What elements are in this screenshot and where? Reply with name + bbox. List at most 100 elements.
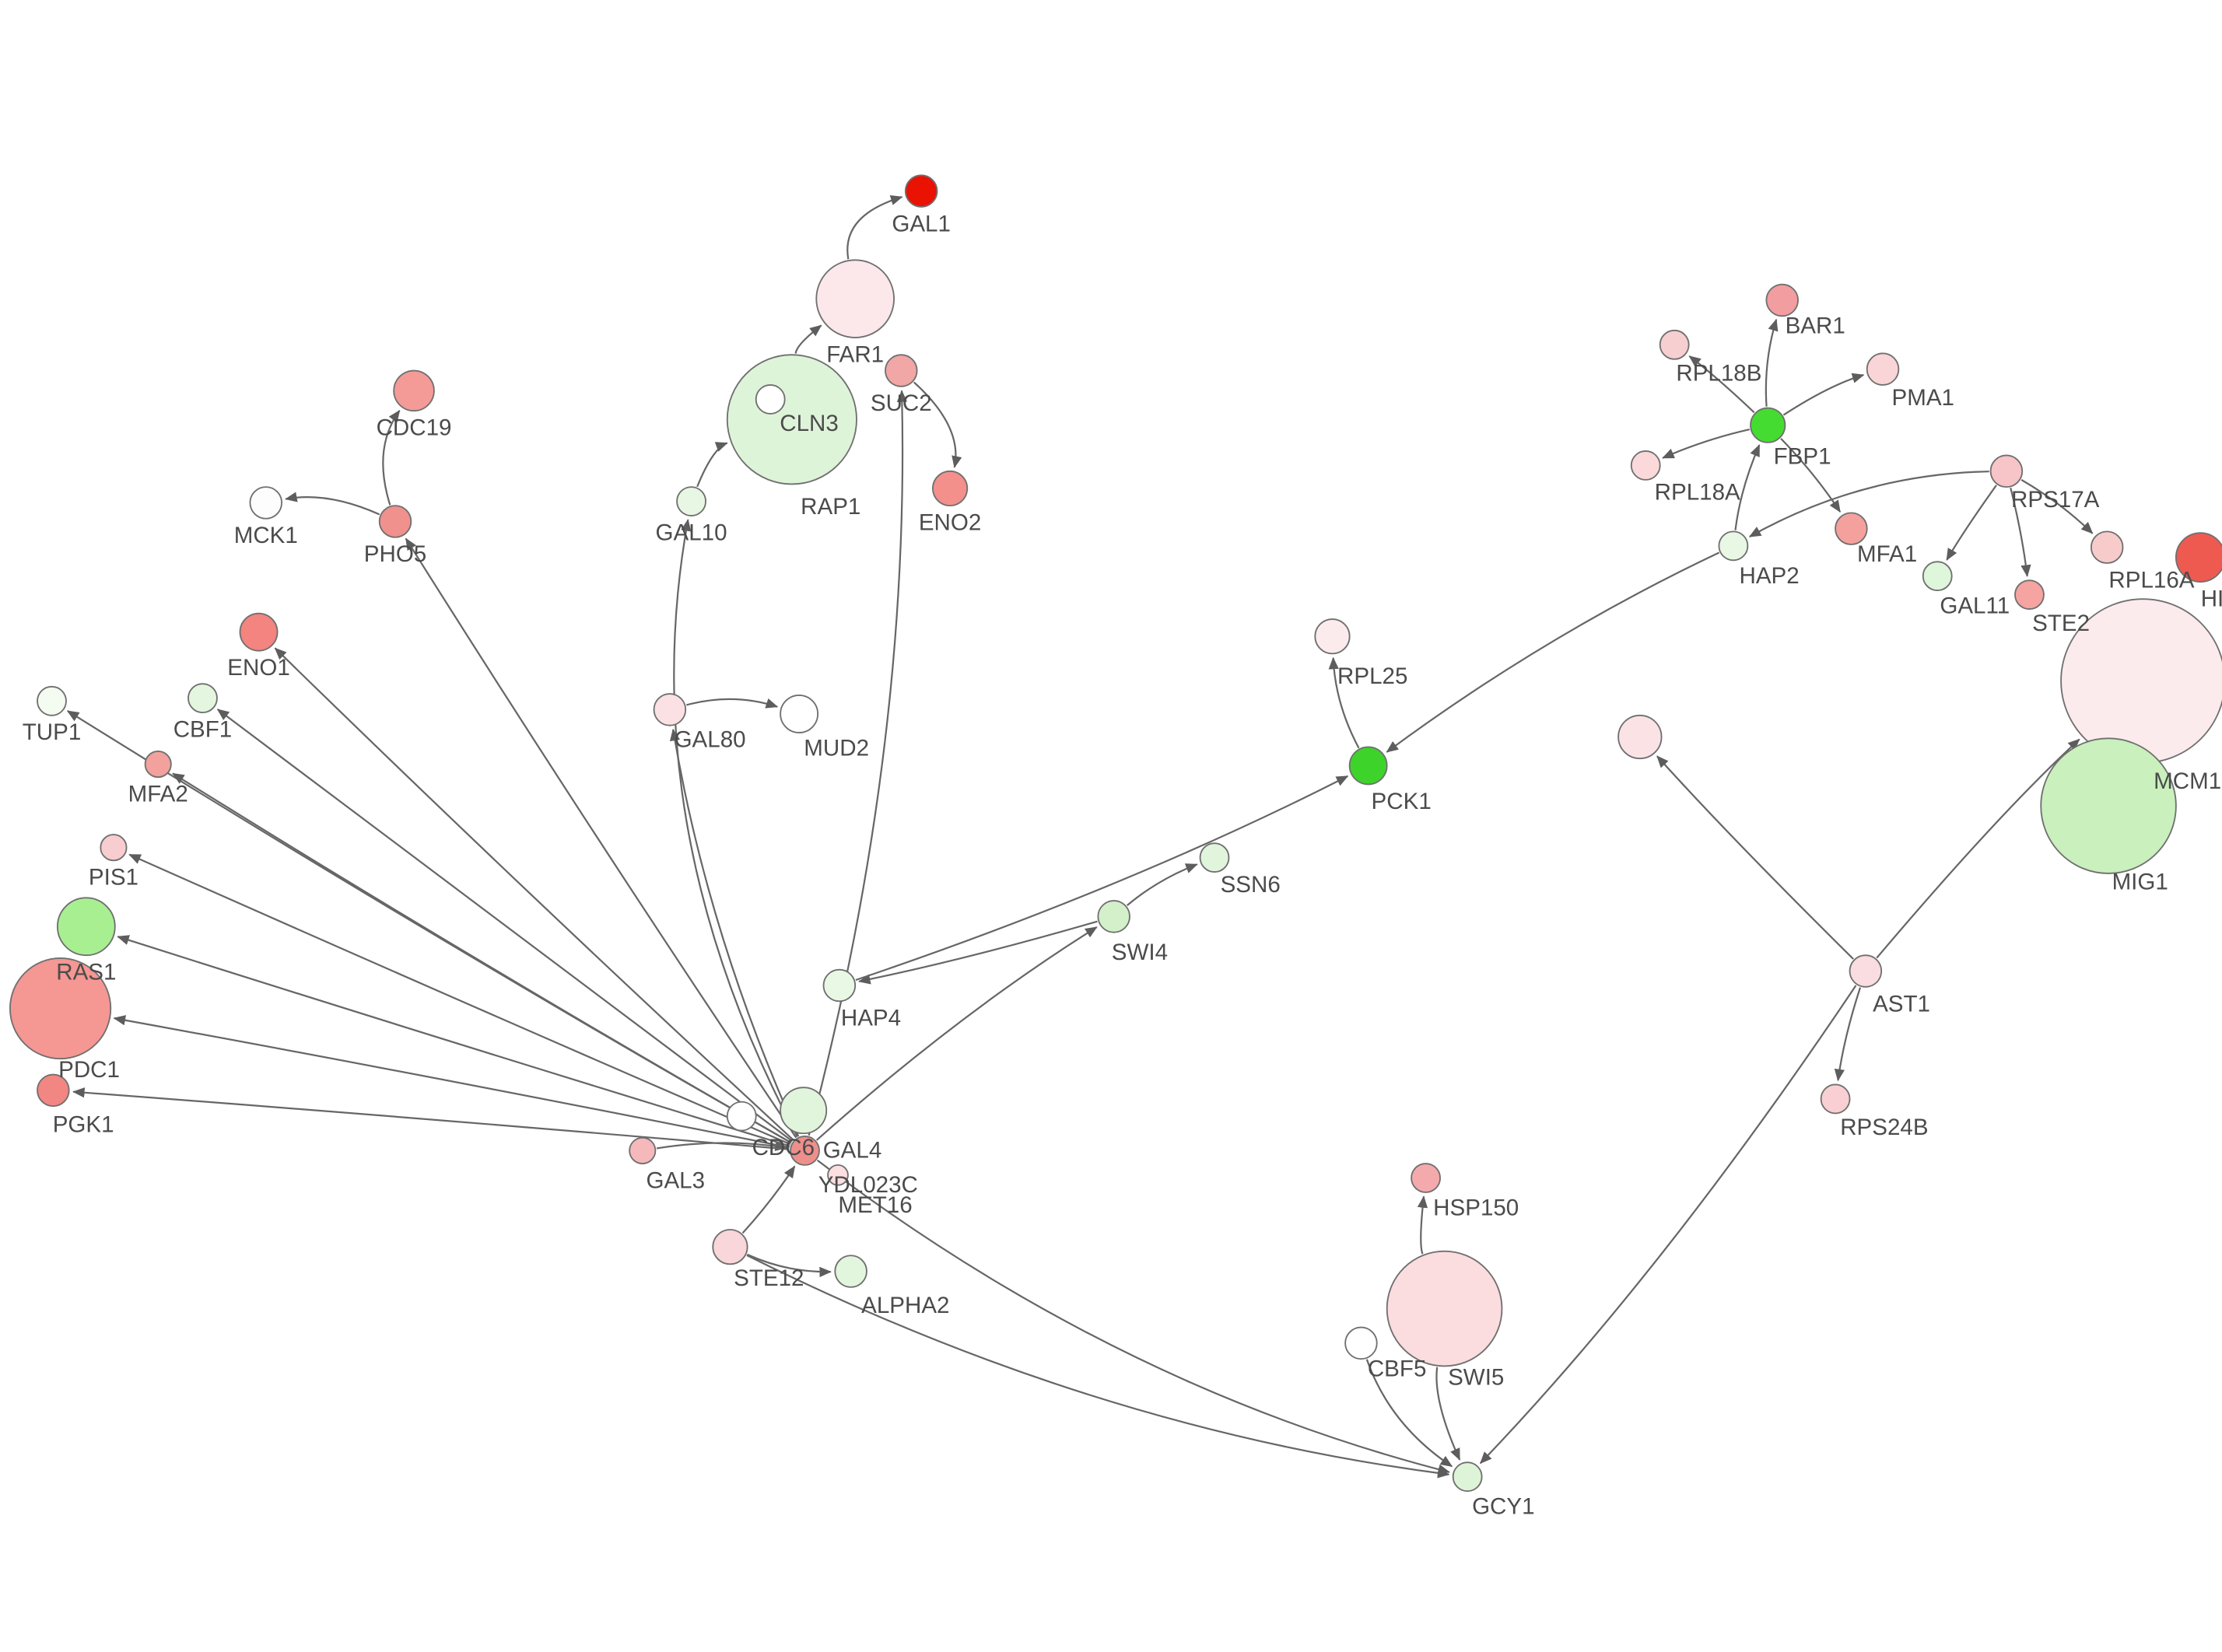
- node-mig1[interactable]: [2040, 737, 2177, 874]
- node-pis1[interactable]: [100, 834, 128, 862]
- node-gcy1[interactable]: [1452, 1461, 1483, 1493]
- node-pho5[interactable]: [378, 505, 412, 538]
- node-mfa1[interactable]: [1835, 512, 1868, 545]
- node-fbp1[interactable]: [1750, 407, 1786, 443]
- node-rpl25[interactable]: [1314, 618, 1351, 655]
- node-gal3[interactable]: [629, 1136, 657, 1164]
- node-ste12[interactable]: [712, 1229, 748, 1265]
- node-cdc19[interactable]: [393, 369, 435, 412]
- node-label-cbf1: CBF1: [173, 716, 233, 742]
- node-label-rpl25: RPL25: [1337, 663, 1407, 689]
- node-pdc1[interactable]: [9, 957, 112, 1060]
- node-gal11[interactable]: [1922, 561, 1953, 592]
- edge-gal10-cln3: [696, 442, 728, 488]
- node-bar1[interactable]: [1765, 283, 1799, 317]
- node-label-pma1: PMA1: [1892, 385, 1954, 411]
- edge-fbp1-bar1: [1765, 318, 1779, 407]
- edge-pck1-rpl25: [1328, 656, 1360, 749]
- node-eno2[interactable]: [932, 470, 969, 507]
- edge-gal4-ras1: [117, 935, 790, 1147]
- node-label-gal3: GAL3: [646, 1167, 705, 1193]
- node-cln3[interactable]: [726, 354, 857, 485]
- node-rpl16a[interactable]: [2090, 530, 2124, 564]
- edge-gal80-mud2: [686, 698, 779, 709]
- node-cbf5[interactable]: [1344, 1326, 1378, 1360]
- node-label-tup1: TUP1: [23, 719, 82, 745]
- edge-ast1-rps24b: [1834, 987, 1862, 1082]
- node-mck1[interactable]: [249, 486, 283, 520]
- node-ydl023c[interactable]: [780, 1087, 828, 1135]
- node-label-eno1: ENO1: [227, 655, 289, 681]
- node-label-far1: FAR1: [826, 341, 884, 367]
- node-label-gal4: GAL4: [823, 1138, 882, 1164]
- node-label-gcy1: GCY1: [1472, 1494, 1534, 1520]
- node-mud2[interactable]: [780, 695, 819, 733]
- edge-gal4-gal80: [669, 728, 800, 1137]
- node-label-bar1: BAR1: [1786, 313, 1845, 338]
- node-hap2[interactable]: [1718, 530, 1749, 562]
- node-mcm1[interactable]: [2060, 598, 2222, 764]
- node-label-rpl18a: RPL18A: [1655, 480, 1740, 506]
- edge-rps17a-gal11: [1946, 485, 1997, 561]
- node-met16[interactable]: [827, 1164, 849, 1186]
- node-gal80[interactable]: [653, 693, 687, 726]
- node-ste2[interactable]: [2014, 579, 2045, 611]
- node-rpl18a[interactable]: [1630, 450, 1661, 481]
- node-ast1[interactable]: [1849, 954, 1883, 988]
- edge-gal4-pis1: [128, 853, 791, 1146]
- node-gal4[interactable]: [790, 1136, 820, 1166]
- node-cdc6[interactable]: [726, 1101, 757, 1132]
- node-rps17a[interactable]: [1989, 454, 2024, 488]
- node-his4[interactable]: [2175, 532, 2222, 583]
- node-label-met16: MET16: [838, 1192, 912, 1218]
- node-hap4[interactable]: [822, 968, 857, 1003]
- node-hsp150[interactable]: [1411, 1163, 1441, 1193]
- node-alpha2[interactable]: [834, 1255, 867, 1288]
- node-label-hsp150: HSP150: [1433, 1195, 1519, 1221]
- node-swi5[interactable]: [1386, 1250, 1503, 1367]
- node-pgk1[interactable]: [37, 1073, 70, 1108]
- node-pma1[interactable]: [1866, 352, 1900, 386]
- nodes-layer: [9, 174, 2222, 1493]
- node-tup1[interactable]: [37, 685, 67, 716]
- node-gal1[interactable]: [904, 174, 938, 208]
- node-label-rps24b: RPS24B: [1840, 1115, 1928, 1140]
- edge-swi4-ssn6: [1126, 863, 1198, 906]
- node-label-ast1: AST1: [1873, 991, 1930, 1017]
- node-ssn6[interactable]: [1199, 842, 1230, 873]
- node-pck1[interactable]: [1348, 746, 1388, 786]
- node-label-his4: HIS4: [2201, 586, 2222, 611]
- node-label-gal80: GAL80: [675, 726, 746, 752]
- edge-gal4-cbf1: [216, 709, 793, 1143]
- edge-pho5-cdc19: [382, 409, 401, 506]
- edge-ast1-node1: [1656, 755, 1854, 960]
- edge-ste12-gcy1: [746, 1254, 1450, 1479]
- node-rpl18b[interactable]: [1659, 329, 1690, 360]
- node-far1[interactable]: [815, 259, 895, 338]
- edge-swi5-gcy1: [1435, 1367, 1461, 1461]
- node-label-swi5: SWI5: [1448, 1364, 1504, 1390]
- node-ras1[interactable]: [56, 897, 116, 957]
- edge-gal4-gal10: [673, 519, 798, 1138]
- node-label-hap2: HAP2: [1739, 563, 1799, 589]
- edge-hap2-fbp1: [1734, 444, 1761, 530]
- node-gal10[interactable]: [676, 486, 706, 516]
- edge-fbp1-pma1: [1782, 373, 1865, 416]
- node-rap1[interactable]: [755, 384, 786, 415]
- node-label-pgk1: PGK1: [53, 1111, 114, 1137]
- node-label-pis1: PIS1: [89, 865, 138, 891]
- node-node1[interactable]: [1617, 714, 1663, 760]
- node-rps24b[interactable]: [1820, 1083, 1851, 1115]
- node-eno1[interactable]: [239, 612, 279, 652]
- node-mfa2[interactable]: [144, 751, 172, 779]
- node-label-pho5: PHO5: [364, 541, 426, 567]
- node-label-rpl18b: RPL18B: [1676, 360, 1761, 386]
- node-label-mfa1: MFA1: [1857, 541, 1917, 567]
- edge-ast1-mcm1: [1876, 738, 2080, 959]
- edge-hap2-pck1: [1386, 551, 1720, 753]
- node-swi4[interactable]: [1097, 900, 1130, 933]
- node-suc2[interactable]: [885, 354, 918, 387]
- node-cbf1[interactable]: [188, 683, 218, 714]
- edge-rps17a-ste2: [2010, 487, 2031, 577]
